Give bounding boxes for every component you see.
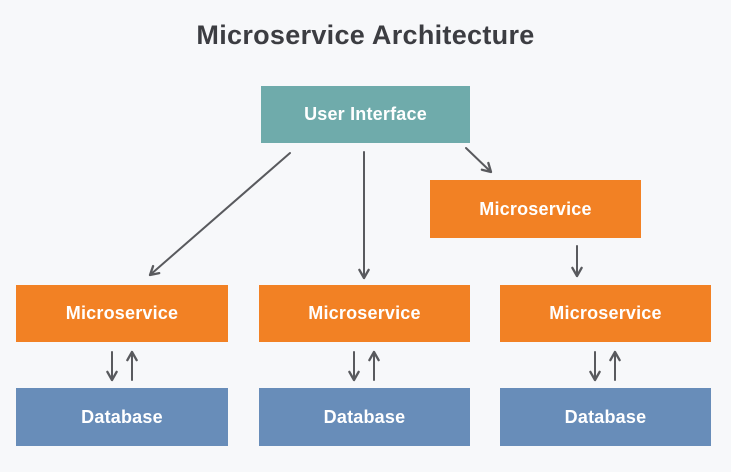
diagram-title: Microservice Architecture <box>196 20 535 50</box>
node-database-left-label: Database <box>81 406 163 427</box>
node-microservice-right-label: Microservice <box>549 303 662 323</box>
node-microservice-left-label: Microservice <box>65 303 179 323</box>
node-user-interface: User Interface <box>261 86 470 143</box>
node-microservice-middle: Microservice <box>259 285 470 342</box>
node-database-left: Database <box>16 388 228 446</box>
node-database-right: Database <box>500 388 711 446</box>
node-microservice-top: Microservice <box>430 180 641 238</box>
node-database-middle: Database <box>259 388 470 446</box>
node-database-middle-label: Database <box>323 406 406 427</box>
node-user-interface-label: User Interface <box>304 104 427 124</box>
node-microservice-top-label: Microservice <box>479 198 592 219</box>
node-microservice-right: Microservice <box>500 285 711 342</box>
node-microservice-middle-label: Microservice <box>308 303 421 323</box>
arrow-ui-to-microservice-left-icon <box>148 152 291 277</box>
node-microservice-left: Microservice <box>16 285 228 342</box>
node-database-right-label: Database <box>564 406 647 427</box>
arrow-ui-to-microservice-top-icon <box>465 147 493 174</box>
